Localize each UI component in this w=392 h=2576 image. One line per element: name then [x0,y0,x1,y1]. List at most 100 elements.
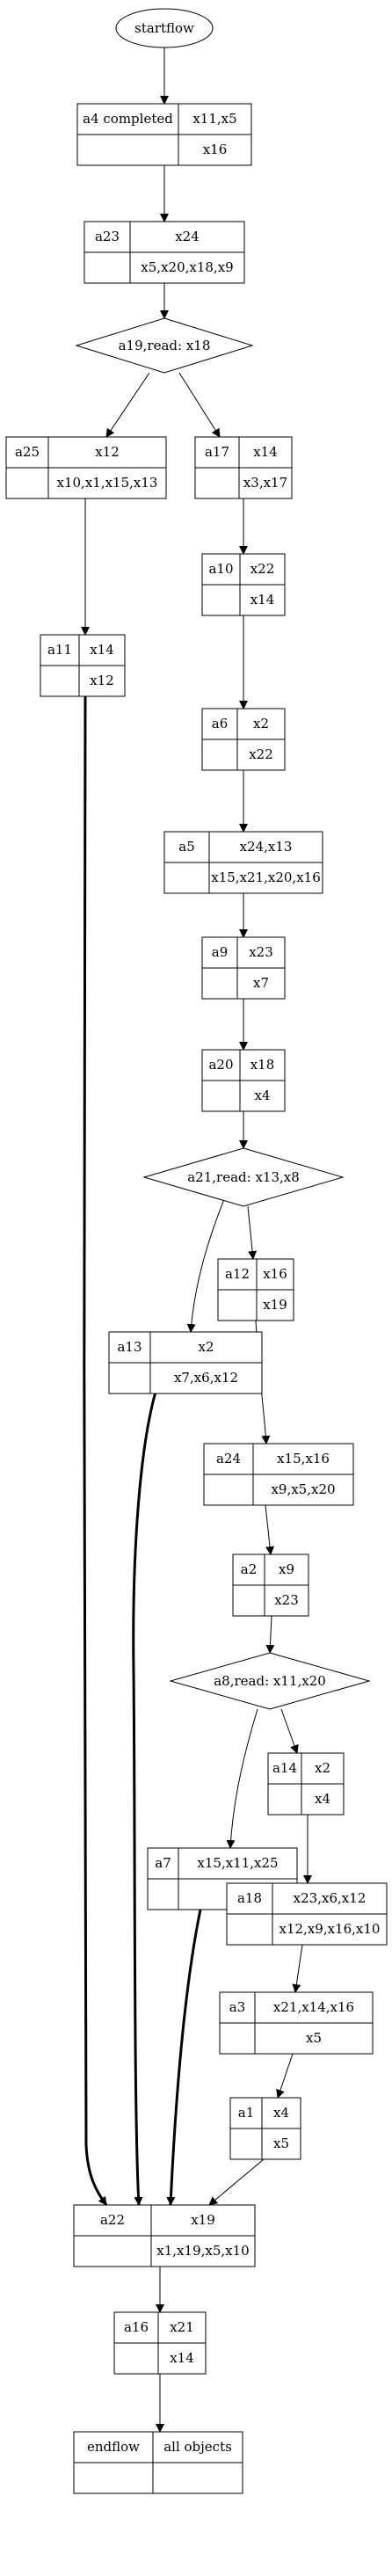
activity-bottom-vars: x22 [249,746,273,762]
edge-d19-a17 [178,372,221,438]
edge-a3-a1 [276,2053,294,2099]
activity-a25: a25 x12 x10,x1,x15,x13 [5,436,167,499]
activity-a9: a9 x23 x7 [201,936,286,1000]
decision-d8: a8,read: x11,x20 [169,1652,371,1710]
activity-bottom-vars: x7,x6,x12 [174,1370,238,1386]
activity-bottom-vars: x14 [250,592,275,608]
activity-name: a20 [208,1057,233,1073]
activity-bottom-vars: x3,x17 [243,475,287,491]
activity-top-vars: x4 [273,2105,289,2121]
activity-name: a14 [272,1760,297,1776]
activity-name: a11 [47,642,72,658]
activity-top-vars: all objects [163,2439,232,2455]
activity-top-vars: x24 [175,229,200,244]
activity-top-vars: x12 [95,444,120,460]
activity-top-vars: x19 [191,2212,215,2228]
activity-bottom-vars: x9,x5,x20 [271,1481,335,1497]
decision-diamond [142,1147,345,1207]
activity-top-vars: x14 [90,642,114,658]
activity-name: a13 [117,1339,142,1355]
activity-a22: a22 x19 x1,x19,x5,x10 [73,2204,256,2267]
activity-name: a25 [15,444,40,460]
start-ellipse [115,8,214,48]
activity-top-vars: x2 [198,1339,214,1355]
activity-a23: a23 x24 x5,x20,x18,x9 [83,221,245,284]
activity-name: a22 [100,2212,125,2228]
edge-d19-a25 [105,372,150,438]
activity-bottom-vars: x19 [263,1297,287,1313]
activity-name: a10 [208,561,233,577]
start-node: startflow [115,8,214,48]
activity-top-vars: x15,x11,x25 [197,1855,278,1871]
activity-bottom-vars: x16 [203,142,228,157]
activity-bottom-vars: x15,x21,x20,x16 [211,870,321,885]
activity-top-vars: x11,x5 [192,111,236,127]
edge-a24-a2 [265,1504,275,1555]
decision-label: a8,read: x11,x20 [214,1673,326,1689]
activity-top-vars: x23 [249,944,273,960]
activity-bottom-vars: x1,x19,x5,x10 [156,2243,249,2259]
activity-a24: a24 x15,x16 x9,x5,x20 [203,1443,354,1506]
activity-bottom-vars: x23 [274,1592,299,1608]
activity-name: a4 completed [83,111,173,127]
decision-diamond [75,317,254,374]
activity-a11: a11 x14 x12 [40,634,126,697]
edge-a11-a22 [82,695,108,2206]
edge-a2-d8 [265,1615,275,1654]
decision-d21: a21,read: x13,x8 [142,1147,345,1207]
edge-a13-a22 [132,1388,158,2206]
activity-name: a7 [155,1855,171,1871]
activity-bottom-vars: x4 [254,1088,270,1103]
activity-a1: a1 x4 x5 [229,2097,301,2160]
activity-name: a18 [237,1890,262,1906]
activity-name: a17 [205,444,229,460]
activity-a17: a17 x14 x3,x17 [194,436,293,499]
activity-top-vars: x21,x14,x16 [273,1999,354,2015]
activity-top-vars: x22 [250,561,275,577]
activity-bottom-vars: x5 [273,2136,289,2151]
activity-bottom-vars: x12 [90,673,114,688]
activity-nodes: a4 completed x11,x5 x16 a23 x24 x5,x20,x18,x9… [5,103,388,2494]
activity-name: a1 [238,2105,255,2121]
edge-d8-a14 [280,1708,299,1754]
activity-bottom-vars: x10,x1,x15,x13 [57,475,158,491]
edge-a18-a3 [292,1944,303,1993]
activity-bottom-vars: x5,x20,x18,x9 [141,259,233,275]
edge-d21-a13 [186,1198,225,1333]
decision-d19: a19,read: x18 [75,317,254,374]
activity-a10: a10 x22 x14 [201,553,286,616]
activity-top-vars: x18 [250,1057,275,1073]
activity-a2: a2 x9 x23 [232,1554,309,1617]
activity-name: a3 [229,1999,246,2015]
activity-name: a6 [212,716,229,731]
activity-top-vars: x21 [170,2319,194,2335]
activity-name: a23 [95,229,120,244]
activity-bottom-vars: x12,x9,x16,x10 [279,1921,381,1937]
activity-name: a12 [225,1266,250,1282]
activity-a20: a20 x18 x4 [201,1049,286,1112]
activity-top-vars: x24,x13 [240,839,293,855]
activity-top-vars: x14 [253,444,278,460]
activity-end: endflow all objects [73,2431,243,2494]
activity-bottom-vars: x7 [253,975,269,991]
decision-label: a21,read: x13,x8 [187,1169,300,1185]
activity-bottom-vars: x4 [315,1791,330,1807]
activity-top-vars: x23,x6,x12 [294,1890,367,1906]
activity-name: a9 [212,944,229,960]
activity-top-vars: x16 [263,1266,287,1282]
start-label: startflow [134,20,194,36]
decision-diamond [169,1652,371,1710]
activity-name: endflow [87,2439,140,2455]
decision-label: a19,read: x18 [119,338,211,353]
activity-name: a24 [216,1451,241,1466]
activity-name: a2 [241,1561,258,1577]
activity-bottom-vars: x14 [170,2350,194,2366]
edge-d8-a7 [226,1708,258,1849]
edge-a1-a22 [208,2158,265,2206]
activity-top-vars: x15,x16 [277,1451,330,1466]
activity-top-vars: x9 [279,1561,294,1577]
